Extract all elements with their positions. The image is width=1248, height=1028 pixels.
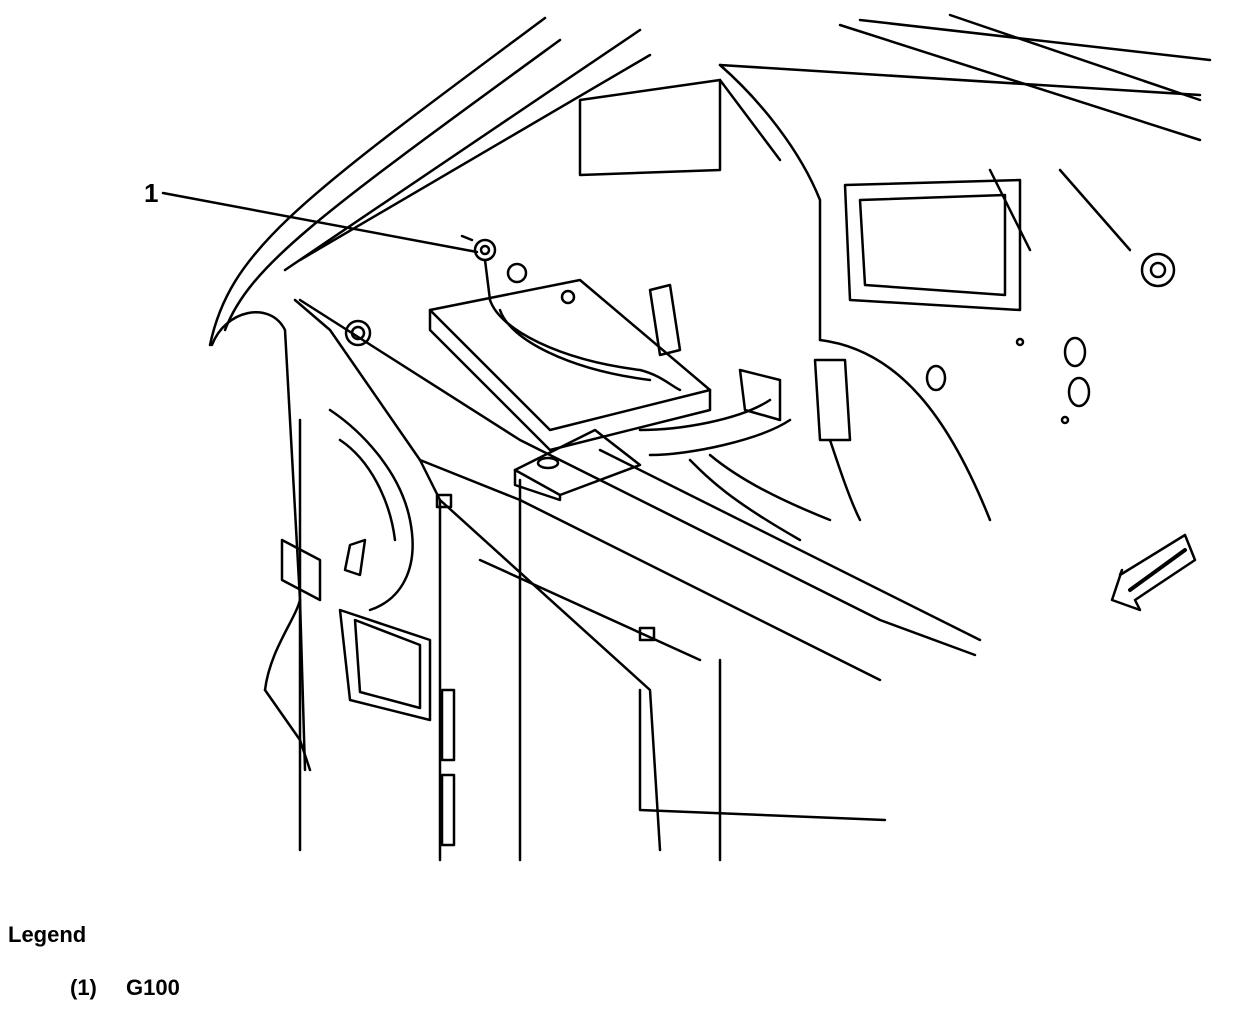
hood-outline xyxy=(208,16,652,347)
engine-compartment-illustration xyxy=(161,13,1212,862)
left-fender xyxy=(210,311,312,772)
hood-latch-bracket xyxy=(513,428,642,502)
legend-item: (1) G100 xyxy=(70,975,180,1001)
radiator-support-left xyxy=(280,298,442,862)
callout-number: 1 xyxy=(144,178,159,208)
battery-tray xyxy=(428,278,712,452)
callout-leader-line xyxy=(161,191,479,254)
legend-title: Legend xyxy=(8,922,87,947)
cowl-structure xyxy=(578,13,1212,177)
right-inner-fender xyxy=(718,63,1202,522)
legend-item-label: G100 xyxy=(126,975,180,1000)
wiring-harness xyxy=(638,283,862,542)
ground-bolt-g100 xyxy=(460,234,528,302)
front-direction-arrow-icon xyxy=(1110,533,1197,612)
legend-item-number: (1) xyxy=(70,975,97,1000)
front-cross-member xyxy=(298,298,982,862)
